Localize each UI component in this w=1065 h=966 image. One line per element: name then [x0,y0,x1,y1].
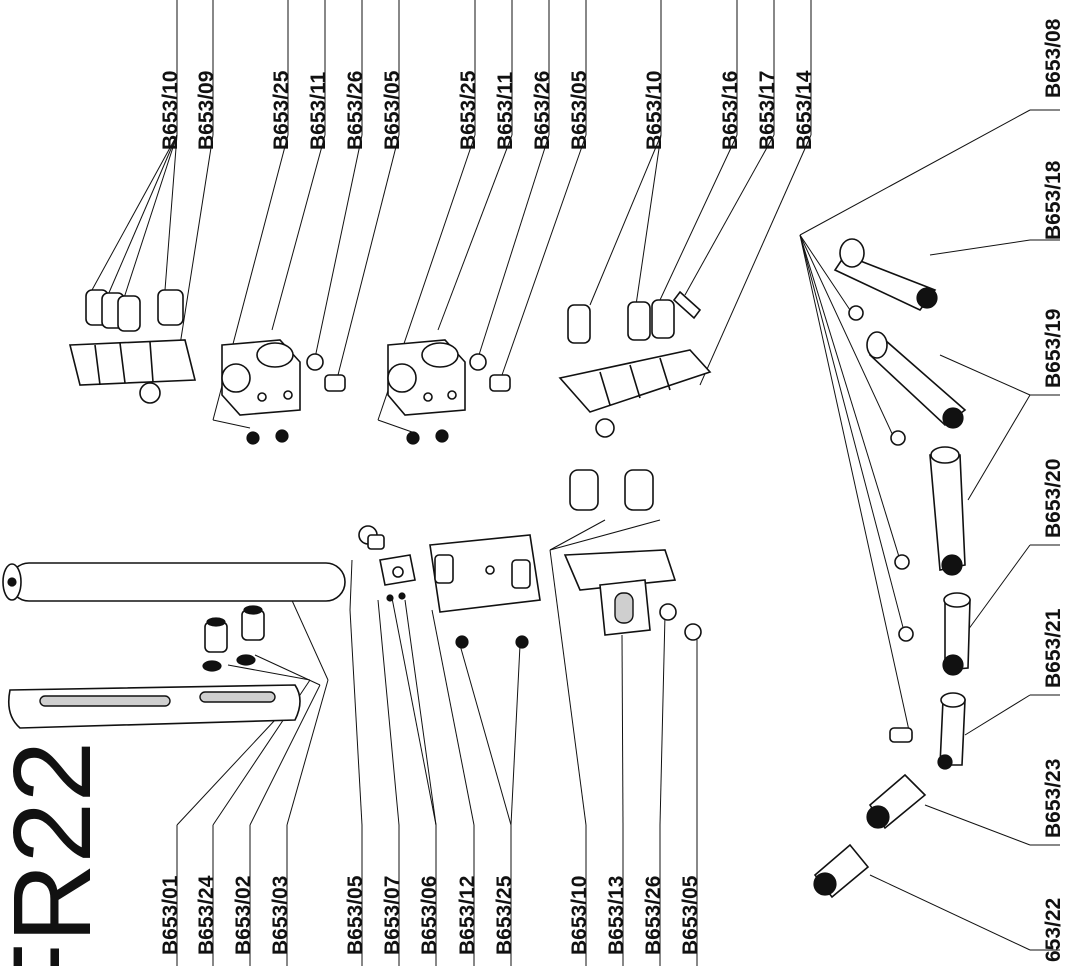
label-bottom-4: B653/03 [269,876,292,955]
pin-19 [866,331,967,446]
label-right-3: B653/19 [1042,309,1065,388]
pin-20 [894,446,966,576]
label-top-12: B653/16 [719,71,742,150]
slide-clamp-part [563,469,702,641]
label-right-7: 653/22 [1042,898,1065,962]
label-top-7: B653/25 [457,70,480,150]
top-label-group: B653/10 B653/09 B653/25 B653/11 B653/26 … [159,70,816,150]
label-bottom-9: B653/25 [493,875,516,955]
pin-18 [833,238,938,321]
label-bottom-5: B653/05 [344,875,367,955]
label-top-2: B653/09 [195,71,218,150]
rod-part [2,562,346,602]
label-right-1: B653/08 [1042,18,1065,98]
bracket-block-1 [221,339,346,445]
label-top-1: B653/10 [159,71,182,150]
right-pins-part [813,238,971,899]
label-bottom-7: B653/06 [418,876,441,955]
label-bottom-1: B653/01 [159,875,182,955]
label-top-13: B653/17 [756,71,779,150]
label-bottom-6: B653/07 [381,876,404,955]
bottom-label-group: B653/01 B653/24 B653/02 B653/03 B653/05 … [159,875,702,955]
label-top-14: B653/14 [793,70,816,150]
label-top-6: B653/05 [381,70,404,150]
label-right-6: B653/23 [1042,759,1065,838]
right-label-group: B653/08 B653/18 B653/19 B653/20 B653/21 … [1042,18,1065,962]
diagram-title: FR22 [0,741,114,966]
base-plate-part [7,684,301,729]
label-bottom-13: B653/05 [679,875,702,955]
label-top-9: B653/26 [531,71,554,150]
label-top-3: B653/25 [270,70,293,150]
label-top-10: B653/05 [568,70,591,150]
curved-pad-part [558,290,712,438]
label-bottom-11: B653/13 [605,876,628,955]
label-top-4: B653/11 [307,71,330,150]
label-right-5: B653/21 [1042,608,1065,688]
top-pad-part [68,289,197,404]
label-right-2: B653/18 [1042,160,1065,240]
bracket-block-2 [387,339,511,445]
leader-lines-top [91,0,812,433]
label-bottom-12: B653/26 [642,876,665,955]
pin-23 [889,692,966,770]
pin-22b [813,843,870,899]
label-bottom-10: B653/10 [568,876,591,955]
label-bottom-8: B653/12 [456,876,479,955]
leader-lines-right [799,109,1060,951]
label-bottom-2: B653/24 [195,875,218,955]
pin-22a [866,773,927,830]
label-bottom-3: B653/02 [232,876,255,955]
central-block-part [358,525,541,649]
pin-21 [898,592,971,676]
label-top-8: B653/11 [494,71,517,150]
label-right-4: B653/20 [1042,459,1065,538]
label-top-5: B653/26 [344,71,367,150]
plate-fasteners [202,605,265,672]
label-top-11: B653/10 [643,71,666,150]
